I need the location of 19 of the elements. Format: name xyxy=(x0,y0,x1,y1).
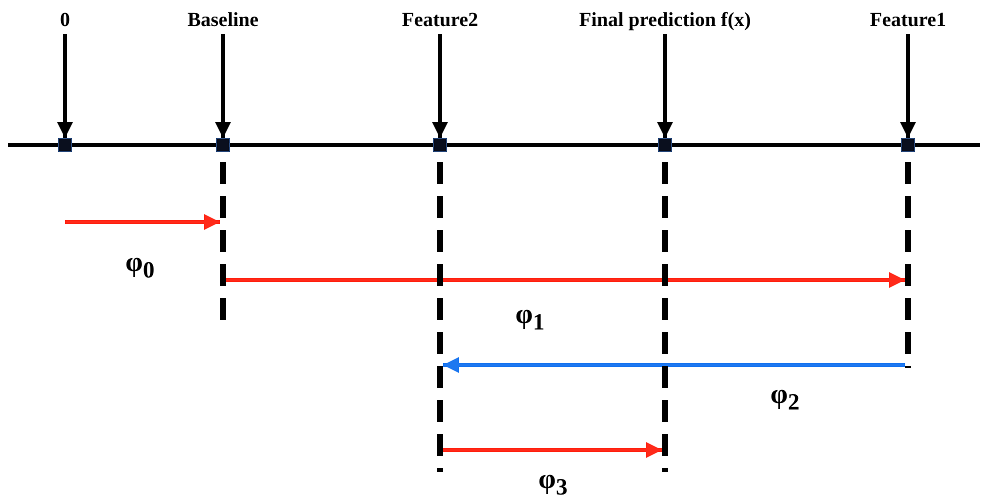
point-label: Baseline xyxy=(187,8,259,32)
arrow xyxy=(226,272,905,288)
arrow xyxy=(900,34,916,138)
arrow xyxy=(657,34,673,138)
arrow xyxy=(443,442,662,458)
point-label: Feature2 xyxy=(402,8,478,32)
point-marker xyxy=(58,138,72,152)
point-marker xyxy=(433,138,447,152)
arrow xyxy=(65,214,220,230)
arrow xyxy=(443,357,905,373)
point-marker xyxy=(216,138,230,152)
point-label: Feature1 xyxy=(870,8,946,32)
point-marker xyxy=(658,138,672,152)
point-label: 0 xyxy=(60,8,70,32)
point-marker xyxy=(901,138,915,152)
arrow xyxy=(432,34,448,138)
point-label: Final prediction f(x) xyxy=(579,8,751,32)
arrow xyxy=(215,34,231,138)
arrow xyxy=(57,34,73,138)
